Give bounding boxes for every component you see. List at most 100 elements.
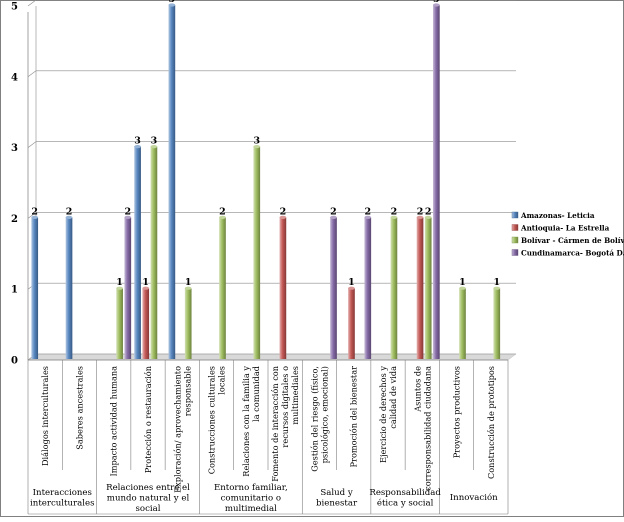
bar-cap: [150, 145, 158, 149]
x-tick-label-line: Construcción de prototipos: [486, 366, 496, 479]
category-table: Diálogos interculturales Saberes ancestra…: [27, 359, 509, 515]
group-label-line: social: [135, 504, 160, 514]
bar-cap: [279, 215, 287, 219]
bar-data-label: 3: [253, 136, 260, 147]
bar-cap: [364, 215, 372, 219]
bar-cap: [416, 215, 424, 219]
y-tick-label: 5: [11, 2, 18, 13]
gridline-slant: [27, 0, 37, 7]
bar-cap: [493, 286, 501, 290]
x-tick-label-line: Diálogos interculturales: [40, 366, 50, 466]
gridline-slant: [27, 70, 37, 78]
bar: [416, 217, 424, 359]
x-tick-label-line: calidad de vida: [388, 366, 398, 429]
bar-data-label: 3: [151, 136, 158, 147]
group-label-line: Relaciones entre el: [106, 483, 190, 493]
gridline-slant: [27, 141, 37, 148]
bar-data-label: 1: [116, 277, 123, 288]
chart-floor: [27, 353, 517, 361]
bar-data-label: 5: [433, 0, 440, 5]
x-tick-label-line: Promoción del bienestar: [349, 366, 359, 468]
x-tick-label-line: Ejercicio de derechos y: [378, 366, 388, 463]
x-tick-label: Impacto actividad humana: [109, 366, 119, 477]
x-tick-label-line: Proyectos productivos: [452, 366, 462, 458]
bar: [124, 217, 132, 359]
bar-data-label: 1: [459, 277, 466, 288]
bar-cap: [168, 3, 176, 7]
x-tick-label: Fomento de interacción conrecursos digit…: [270, 365, 300, 481]
bar: [433, 5, 440, 359]
y-tick-label: 1: [11, 285, 18, 296]
x-tick-label-line: Fomento de interacción con: [270, 365, 280, 481]
bar: [424, 217, 432, 359]
bar: [219, 217, 226, 359]
x-tick-label: Asuntos decorresponsabilidad ciudadana: [412, 366, 432, 491]
legend-label: Amazonas- Leticia: [520, 211, 595, 220]
x-tick-label-line: la comunidad: [251, 366, 261, 422]
data-labels: 223512121312322112225: [31, 0, 500, 288]
y-tick-label: 0: [11, 356, 18, 367]
bar-data-label: 1: [348, 277, 355, 288]
x-tick-label: Protección o restauración: [143, 365, 153, 473]
group-label-line: Interacciones: [33, 488, 92, 498]
x-tick-label: Ejercicio de derechos ycalidad de vida: [378, 366, 398, 463]
x-tick-label-line: psicológico, emocional): [319, 366, 329, 463]
x-tick-label-line: Relaciones con la familia y: [241, 366, 251, 477]
y-tick-label: 4: [11, 72, 18, 83]
group-label-line: bienestar: [316, 499, 358, 509]
legend-label: Cundinamarca- Bogotá D.C.: [521, 249, 624, 258]
bar: [134, 146, 141, 359]
bar: [348, 288, 355, 359]
bar-cap: [253, 145, 261, 149]
group-label-line: Innovación: [450, 492, 498, 503]
bar-cap: [116, 286, 123, 290]
bar-cap: [142, 286, 150, 290]
x-tick-label-line: Construcciones culturales: [207, 366, 217, 474]
bar-cap: [348, 286, 355, 290]
bar: [364, 217, 372, 359]
gridline-slant: [27, 212, 37, 219]
bar-cap: [424, 215, 432, 219]
bar-cap: [134, 145, 141, 149]
bar: [168, 5, 176, 359]
x-tick-label-line: corresponsabilidad ciudadana: [422, 366, 432, 491]
group-label-line: mundo natural y el: [107, 494, 190, 504]
bar: [390, 217, 398, 359]
group-label-line: Salud y: [320, 488, 353, 498]
x-tick-label-line: recursos digitales o: [280, 366, 290, 448]
bar-data-label: 2: [417, 206, 424, 217]
group-label-line: multimedial: [225, 504, 277, 514]
bar-data-label: 2: [66, 206, 73, 217]
x-tick-label-line: responsable: [182, 366, 192, 416]
x-tick-label: Saberes ancestrales: [74, 366, 84, 450]
x-tick-label-line: Gestión del riesgo (físico,: [309, 366, 319, 472]
x-tick-label-line: Protección o restauración: [143, 365, 153, 473]
bar-data-label: 1: [493, 277, 500, 288]
legend-label: Antioquia- La Estrella: [520, 224, 610, 233]
x-tick-label: Diálogos interculturales: [40, 366, 50, 466]
bar-data-label: 2: [425, 206, 432, 217]
bar-data-label: 2: [330, 206, 337, 217]
bar-data-label: 3: [134, 136, 141, 147]
bar-data-label: 2: [391, 206, 398, 217]
x-tick-label: Gestión del riesgo (físico,psicológico, …: [309, 366, 329, 472]
bar-cap: [31, 215, 39, 219]
bar-data-label: 2: [219, 206, 226, 217]
y-tick-label: 3: [11, 143, 18, 154]
bar-data-label: 5: [169, 0, 176, 5]
bar: [116, 288, 123, 359]
x-tick-label: Relaciones con la familia yla comunidad: [241, 366, 261, 477]
group-label-line: interculturales: [30, 499, 95, 509]
bar-cap: [184, 286, 192, 290]
x-tick-label-line: Asuntos de: [412, 366, 422, 413]
bar-data-label: 2: [124, 206, 131, 217]
bar: [493, 288, 501, 359]
bar: [142, 288, 150, 359]
x-tick-label-line: Impacto actividad humana: [109, 366, 119, 477]
